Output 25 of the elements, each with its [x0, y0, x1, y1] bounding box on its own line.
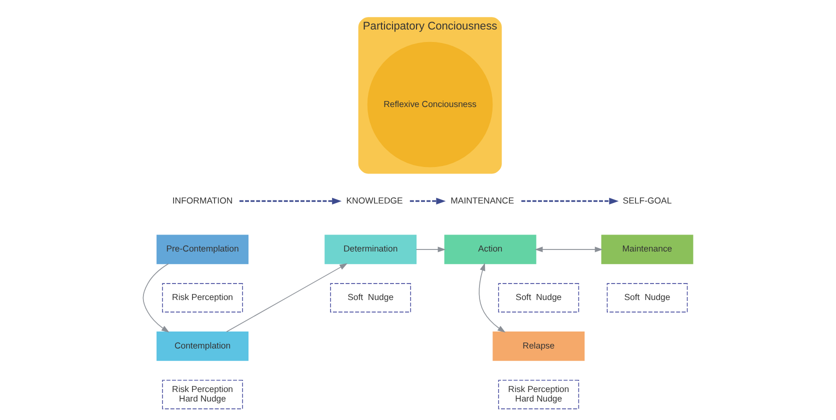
- node-box: Soft Nudge: [606, 283, 688, 312]
- arrow: [410, 198, 446, 204]
- arrow: [416, 246, 446, 252]
- node-box: Risk Perception: [162, 283, 243, 312]
- node-box: Maintenance: [601, 234, 694, 264]
- node-box: Determination: [324, 234, 417, 264]
- node-text: MAINTENANCE: [450, 195, 514, 206]
- arrow: [226, 263, 348, 332]
- node-box: Soft Nudge: [330, 283, 412, 312]
- arrow: [478, 262, 506, 333]
- node-text: SELF-GOAL: [622, 195, 672, 206]
- node-circle: Reflexive Conciousness: [367, 42, 493, 168]
- node-box: Action: [444, 234, 536, 264]
- arrow: [534, 246, 603, 252]
- arrow: [142, 263, 170, 333]
- node-text: INFORMATION: [172, 195, 233, 206]
- node-box: Relapse: [492, 332, 585, 361]
- node-box: Risk Perception Hard Nudge: [162, 380, 243, 410]
- node-box: Soft Nudge: [498, 283, 580, 312]
- arrow: [239, 198, 342, 204]
- node-text: KNOWLEDGE: [346, 195, 403, 206]
- node-box: Risk Perception Hard Nudge: [498, 380, 580, 410]
- node-box: Contemplation: [156, 332, 248, 361]
- node-box: Pre-Contemplation: [156, 234, 248, 264]
- arrow: [521, 198, 619, 204]
